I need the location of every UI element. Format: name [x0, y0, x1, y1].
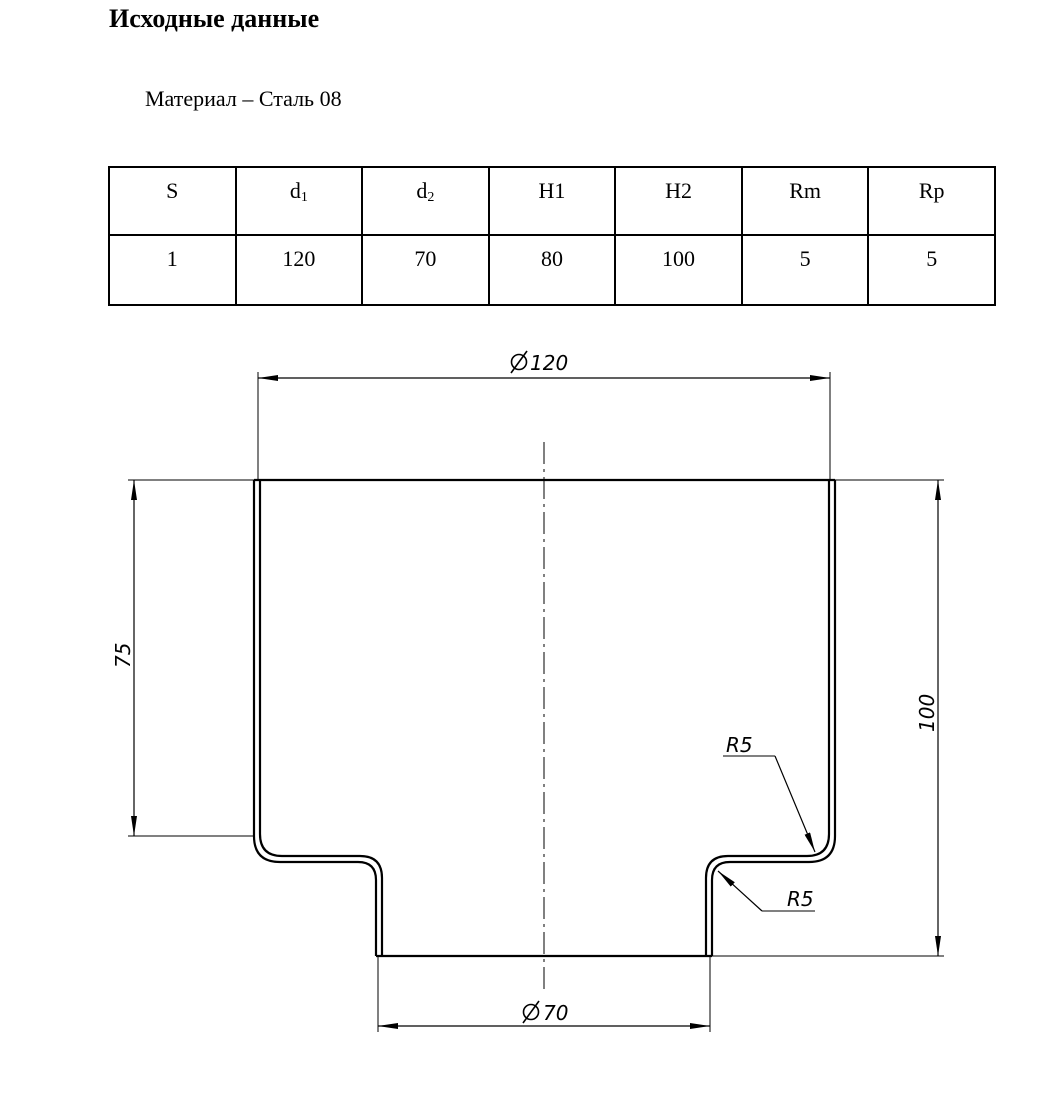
header-d1: d1 [234, 166, 364, 236]
radius-lower-label: R5 [787, 887, 814, 911]
leader-r5-lower [717, 870, 763, 912]
value-rm: 5 [740, 234, 870, 306]
value-d1: 120 [234, 234, 364, 306]
header-rp: Rp [867, 166, 996, 236]
diameter-symbol-icon [522, 1000, 540, 1024]
dim-top-diameter-value: 120 [530, 351, 568, 375]
header-d2: d2 [361, 166, 490, 236]
dim-left-height-value: 75 [111, 643, 135, 668]
diameter-symbol-icon [510, 350, 528, 374]
value-rp: 5 [867, 234, 996, 306]
value-h2: 100 [614, 234, 743, 306]
part-outer-contour [252, 480, 378, 956]
header-h2: H2 [614, 166, 743, 236]
dim-bottom-diameter-value: 70 [543, 1001, 568, 1025]
table-values-row: 1 120 70 80 100 5 5 [108, 234, 996, 306]
value-h1: 80 [487, 234, 617, 306]
parameters-table: S d1 d2 H1 H2 Rm Rp 1 120 70 80 100 5 5 [108, 166, 996, 306]
page-heading: Исходные данные [109, 4, 320, 33]
material-line: Материал – Сталь 08 [145, 86, 342, 111]
header-h1: H1 [487, 166, 617, 236]
value-d2: 70 [361, 234, 490, 306]
header-s: S [108, 166, 237, 236]
part-inner-contour [258, 480, 384, 956]
header-rm: Rm [740, 166, 870, 236]
value-s: 1 [108, 234, 237, 306]
leader-r5-upper [774, 755, 816, 853]
table-header-row: S d1 d2 H1 H2 Rm Rp [108, 166, 996, 236]
part-inner-contour-right [704, 480, 831, 956]
dim-right-height-value: 100 [915, 694, 939, 732]
radius-upper-label: R5 [726, 733, 753, 757]
part-outer-contour-right [710, 480, 837, 956]
